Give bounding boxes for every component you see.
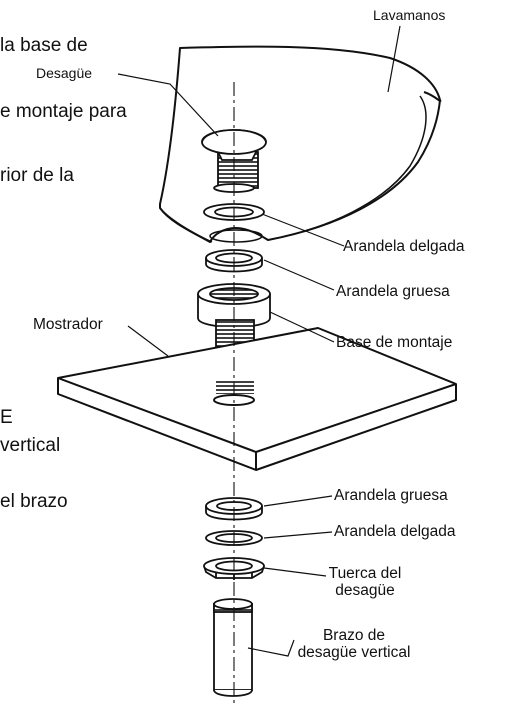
label-arandela-gruesa-bottom: Arandela gruesa [334,487,448,504]
cut-text-line-1: la base de [0,35,88,56]
cut-text-line-2: e montaje para [0,101,127,122]
label-arandela-gruesa-top: Arandela gruesa [336,283,450,300]
label-lavamanos: Lavamanos [373,7,446,23]
label-tuerca-line-2: desagüe [335,581,395,599]
label-desague: Desagüe [36,65,93,81]
label-arandela-delgada-bottom: Arandela delgada [334,523,456,540]
cut-text-line-5: vertical [0,435,61,456]
label-brazo-line-2: desagüe vertical [297,643,411,661]
label-tuerca-del-desague: Tuerca del desagüe [326,565,404,599]
label-brazo-de-desague-vertical: Brazo de desagüe vertical [284,627,424,661]
thick-washer-bottom [205,497,263,521]
label-brazo-line-1: Brazo de [322,627,386,644]
cut-text-line-3: rior de la [0,165,74,186]
label-tuerca-line-1: Tuerca del [328,565,402,582]
label-mostrador: Mostrador [33,316,103,333]
drain-stopper [201,129,267,193]
cut-text-line-4: E [0,407,13,428]
leader-lines [117,25,401,657]
label-arandela-delgada-top: Arandela delgada [343,238,465,255]
sink-basin [159,45,442,243]
label-base-de-montaje: Base de montaje [336,334,453,351]
cut-text-line-6: el brazo [0,491,68,512]
vertical-drain-arm [213,598,253,697]
